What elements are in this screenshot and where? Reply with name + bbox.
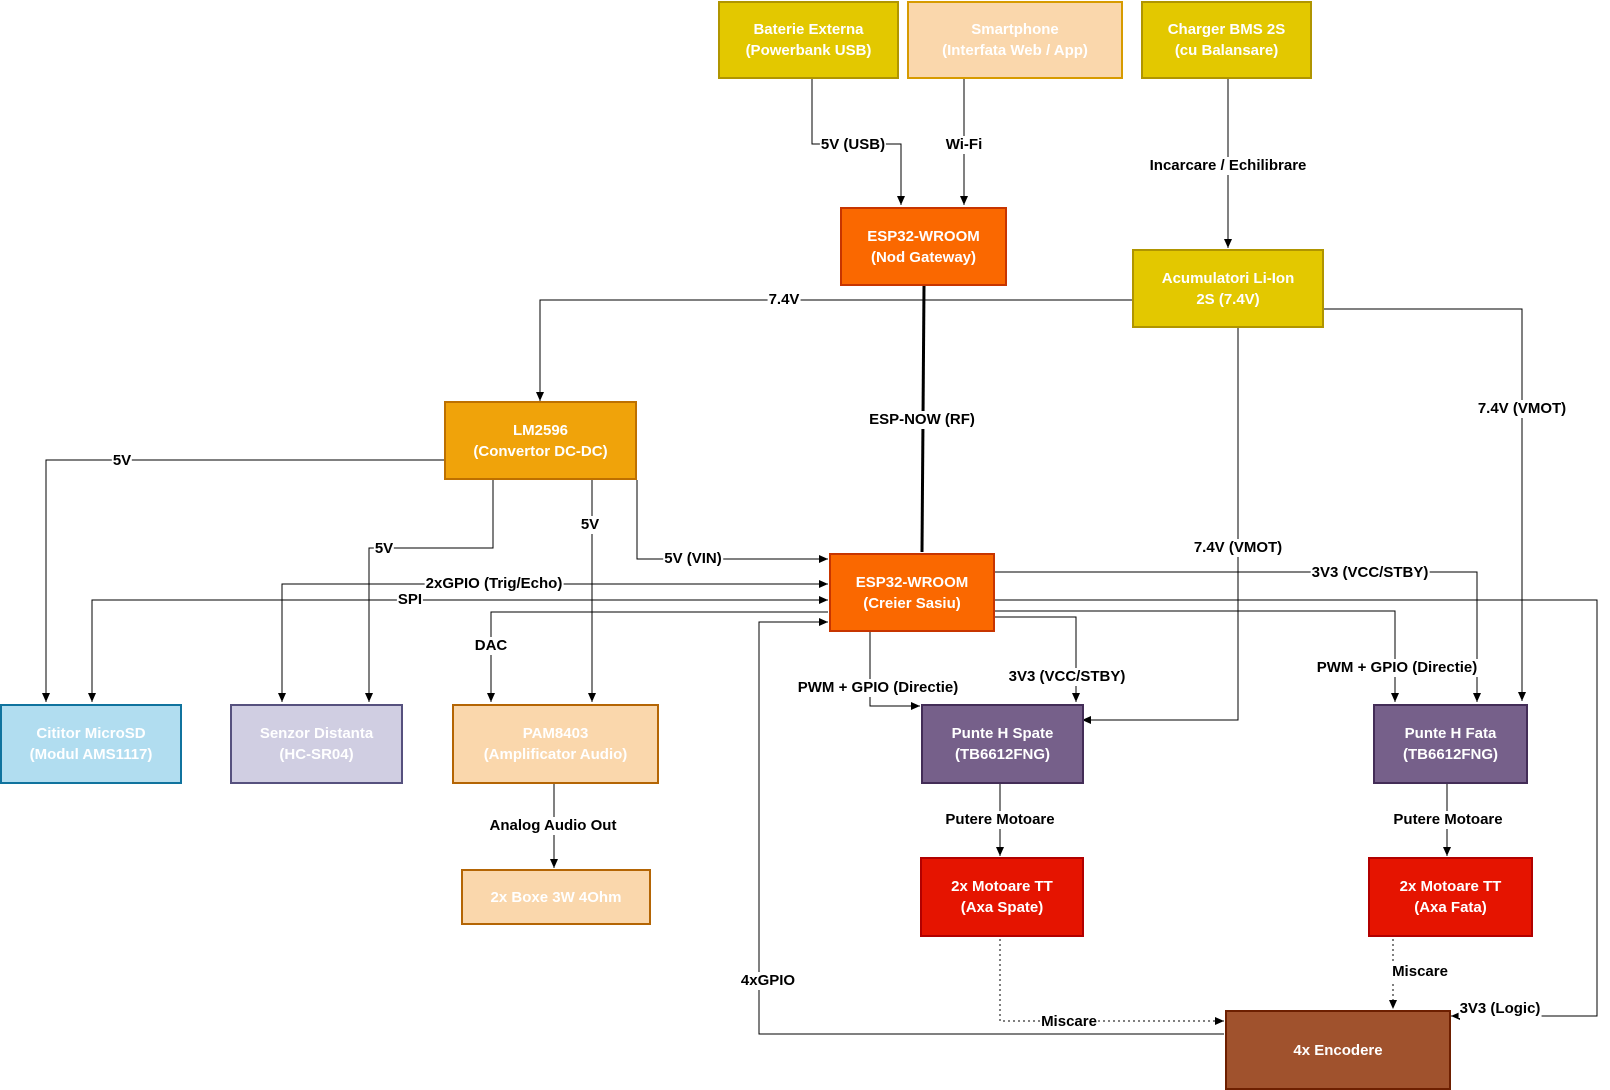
edge-vin bbox=[636, 480, 828, 563]
node-motoare-spate: 2x Motoare TT (Axa Spate) bbox=[920, 857, 1084, 937]
edge-label-miscare-spate: Miscare bbox=[1040, 1013, 1098, 1031]
edge-label-lm-sd: 5V bbox=[111, 452, 133, 470]
edge-pwm-fata bbox=[995, 610, 1399, 702]
node-lm2596: LM2596 (Convertor DC-DC) bbox=[444, 401, 637, 480]
edge-label-lm-pam: 5V bbox=[579, 516, 601, 534]
node-title: 2x Motoare TT bbox=[1399, 878, 1502, 895]
node-subtitle: (TB6612FNG) bbox=[1402, 746, 1499, 763]
node-subtitle: (Interfata Web / App) bbox=[942, 42, 1088, 59]
edge-label-wifi: Wi-Fi bbox=[944, 136, 984, 154]
edge-lm-senzor bbox=[365, 480, 494, 702]
edge-label-pwm-spate: PWM + GPIO (Directie) bbox=[796, 679, 960, 697]
node-esp32-creier: ESP32-WROOM (Creier Sasiu) bbox=[829, 553, 995, 632]
edge-4xgpio bbox=[758, 618, 1224, 1035]
node-motoare-fata: 2x Motoare TT (Axa Fata) bbox=[1368, 857, 1533, 937]
node-title: Senzor Distanta bbox=[259, 725, 374, 742]
edge-vmot-spate bbox=[1082, 327, 1239, 724]
node-punte-h-fata: Punte H Fata (TB6612FNG) bbox=[1373, 704, 1528, 784]
edge-label-usb-5v: 5V (USB) bbox=[819, 136, 887, 154]
edge-label-7v4: 7.4V bbox=[767, 291, 801, 309]
node-esp32-gateway: ESP32-WROOM (Nod Gateway) bbox=[840, 207, 1007, 286]
node-subtitle: (cu Balansare) bbox=[1174, 42, 1279, 59]
node-title: Acumulatori Li-Ion bbox=[1161, 269, 1295, 287]
node-subtitle: (Creier Sasiu) bbox=[863, 594, 961, 612]
node-senzor-distanta: Senzor Distanta (HC-SR04) bbox=[230, 704, 403, 784]
edge-label-vmot-spate: 7.4V (VMOT) bbox=[1192, 539, 1284, 557]
edge-3v3-logic bbox=[995, 599, 1598, 1020]
node-subtitle: 2S (7.4V) bbox=[1196, 290, 1260, 308]
edge-label-dac: DAC bbox=[473, 637, 509, 655]
edge-7v4-lm bbox=[536, 299, 1132, 401]
edge-label-putere-fata: Putere Motoare bbox=[1392, 811, 1504, 829]
edge-label-espnow: ESP-NOW (RF) bbox=[868, 411, 976, 429]
edge-label-vmot-fata: 7.4V (VMOT) bbox=[1476, 400, 1568, 418]
node-baterie-externa: Baterie Externa (Powerbank USB) bbox=[718, 1, 899, 79]
node-title: 2x Boxe 3W 4Ohm bbox=[490, 888, 622, 906]
edge-label-putere-spate: Putere Motoare bbox=[944, 811, 1056, 829]
edge-lm-sd bbox=[42, 459, 444, 702]
edge-label-incarcare: Incarcare / Echilibrare bbox=[1148, 157, 1308, 175]
node-charger-bms: Charger BMS 2S (cu Balansare) bbox=[1141, 1, 1312, 79]
node-boxe: 2x Boxe 3W 4Ohm bbox=[461, 869, 651, 925]
edge-label-miscare-fata: Miscare bbox=[1391, 963, 1449, 981]
node-subtitle: (HC-SR04) bbox=[279, 746, 354, 763]
edge-label-lm-senzor: 5V bbox=[373, 540, 395, 558]
node-title: 2x Motoare TT bbox=[951, 878, 1053, 895]
node-title: 4x Encodere bbox=[1293, 1041, 1383, 1059]
edge-pwm-spate bbox=[869, 632, 920, 710]
node-title: Smartphone bbox=[971, 21, 1059, 38]
edge-label-3v3-fata: 3V3 (VCC/STBY) bbox=[1310, 564, 1430, 582]
node-subtitle: (Powerbank USB) bbox=[745, 42, 872, 59]
node-smartphone: Smartphone (Interfata Web / App) bbox=[907, 1, 1123, 79]
node-subtitle: (Nod Gateway) bbox=[870, 248, 976, 266]
edge-vmot-fata bbox=[1323, 308, 1526, 701]
edge-label-pwm-fata: PWM + GPIO (Directie) bbox=[1315, 659, 1479, 677]
node-subtitle: (TB6612FNG) bbox=[954, 746, 1051, 763]
edge-dac bbox=[487, 611, 828, 702]
edge-label-audio: Analog Audio Out bbox=[488, 817, 618, 835]
node-pam8403: PAM8403 (Amplificator Audio) bbox=[452, 704, 659, 784]
node-title: Baterie Externa bbox=[753, 21, 864, 38]
node-encodere: 4x Encodere bbox=[1225, 1010, 1451, 1090]
node-subtitle: (Axa Fata) bbox=[1414, 899, 1487, 916]
edge-label-trig-echo: 2xGPIO (Trig/Echo) bbox=[424, 575, 564, 593]
node-acumulatori: Acumulatori Li-Ion 2S (7.4V) bbox=[1132, 249, 1324, 328]
node-title: Punte H Spate bbox=[951, 725, 1054, 742]
edge-label-3v3-logic: 3V3 (Logic) bbox=[1458, 1000, 1542, 1018]
node-title: Cititor MicroSD bbox=[36, 725, 146, 742]
node-subtitle: (Axa Spate) bbox=[960, 899, 1044, 916]
node-subtitle: (Modul AMS1117) bbox=[29, 746, 153, 763]
node-subtitle: (Convertor DC-DC) bbox=[473, 442, 608, 460]
edge-trig-echo bbox=[278, 583, 828, 702]
edge-miscare-spate bbox=[999, 934, 1224, 1025]
edge-label-vin: 5V (VIN) bbox=[663, 550, 723, 568]
node-title: LM2596 bbox=[512, 421, 569, 439]
edge-spi bbox=[88, 599, 828, 702]
edge-label-spi: SPI bbox=[396, 591, 424, 609]
node-cititor-microsd: Cititor MicroSD (Modul AMS1117) bbox=[0, 704, 182, 784]
edge-3v3-spate bbox=[995, 616, 1080, 702]
node-title: Charger BMS 2S bbox=[1167, 21, 1286, 38]
node-title: PAM8403 bbox=[522, 725, 589, 742]
node-subtitle: (Amplificator Audio) bbox=[483, 746, 628, 763]
edge-label-3v3-spate: 3V3 (VCC/STBY) bbox=[1007, 668, 1127, 686]
node-title: ESP32-WROOM bbox=[855, 573, 969, 591]
node-title: ESP32-WROOM bbox=[867, 227, 980, 245]
edge-label-4xgpio: 4xGPIO bbox=[739, 972, 797, 990]
node-punte-h-spate: Punte H Spate (TB6612FNG) bbox=[921, 704, 1084, 784]
node-title: Punte H Fata bbox=[1404, 725, 1497, 742]
edge-3v3-fata bbox=[995, 571, 1481, 702]
